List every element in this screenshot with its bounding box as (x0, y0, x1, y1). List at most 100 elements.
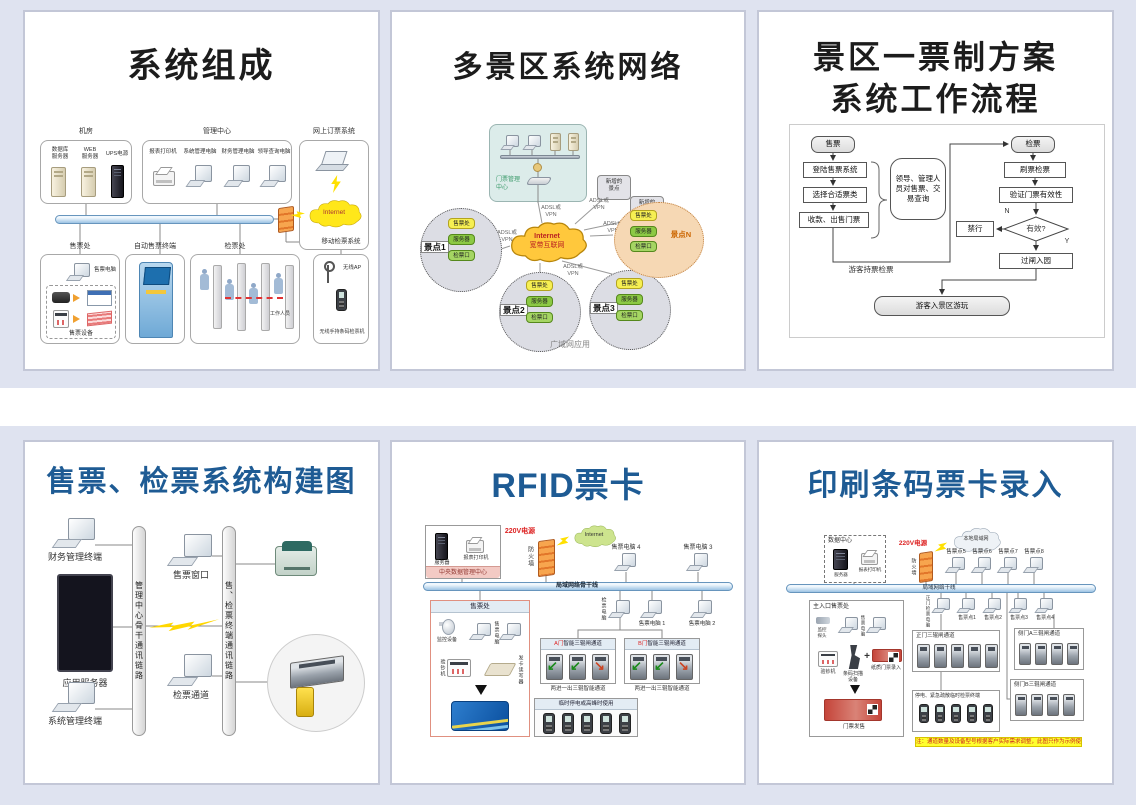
slide-multi-area-network[interactable]: 多景区系统网络 门票管理 中心 Internet 宽带互联网 新增的 景点 (390, 10, 746, 371)
handheld-scanner-icon (619, 713, 631, 734)
printer-icon (466, 540, 484, 553)
check-channel-label: 检票通道 (172, 690, 209, 700)
computer-icon (68, 263, 90, 281)
slide-title: 印刷条码票卡录入 (807, 469, 1064, 502)
server-icon (833, 549, 848, 570)
turnstile-icon (968, 644, 981, 668)
power-label: 220V电源 (504, 528, 536, 535)
ticket-office-box: 售票处 监控设备 售票电脑 验钞机 发卡读写器 (430, 600, 530, 737)
center-banner: 中央数据管理中心 (426, 566, 500, 578)
lan-bus-label: 局域网络干线 (922, 585, 956, 591)
flow-login: 登陆售票系统 (803, 162, 867, 178)
flow-select: 选择合适票类 (803, 187, 867, 203)
dc-label: 数据中心 (828, 538, 853, 544)
enter-arrow-icon: ↙ (570, 658, 581, 673)
data-center-box: 服务器 报表打印机 中央数据管理中心 (425, 525, 501, 579)
pos8-label: 售票点8 (1024, 549, 1044, 555)
kiosk-icon (139, 262, 173, 338)
db-server-label: 数据库 服务器 (51, 147, 69, 160)
internet-cloud-icon (511, 222, 587, 263)
spot-pill-ticket: 售票处 (630, 210, 657, 221)
pos3-label: 售票点3 (1010, 615, 1028, 621)
paper-ticket-icon (872, 649, 902, 663)
spot3-name: 景点3 (590, 302, 618, 315)
office-header: 售票处 (431, 601, 529, 613)
temp-handheld-box: 临时停电或高峰时使用 (534, 698, 638, 737)
lan-cloud-icon (954, 528, 1001, 553)
wan-app-label: 广域网应用 (550, 340, 590, 349)
center-label: 门票管理 中心 (496, 177, 521, 191)
group-label-online-booking: 网上订票系统 (313, 128, 355, 135)
flow-valid-label: 有效? (1026, 224, 1046, 233)
lan-bar (500, 155, 580, 159)
pos6-label: 售票点6 (972, 549, 992, 555)
server-label: 服务器 (834, 572, 848, 577)
ups-label: UPS电源 (105, 151, 129, 157)
slide-title-line1: 景区一票制方案 (812, 39, 1058, 75)
spot2-name: 景点2 (500, 304, 528, 317)
slide-workflow[interactable]: 景区一票制方案 系统工作流程 售票 登陆售票系统 选择合适票类 收款、出售门票 … (757, 10, 1114, 371)
spot-pill-server: 服务器 (616, 294, 643, 305)
firewall-label: 防火墙 (910, 558, 917, 576)
tickets-icon (87, 310, 112, 327)
lan-bus-label: 局域网络骨干线 (555, 583, 598, 589)
online-booking-box: Internet (299, 140, 369, 250)
main-gate-label: 正门三辊闸通道 (916, 633, 955, 639)
backbone-link-bar: 管理中心骨干通讯链路 (132, 526, 146, 736)
mgmt-center-box: 报表打印机 系统管理电脑 财务管理电脑 领导查询电脑 (142, 140, 292, 204)
turnstile-icon (1067, 643, 1079, 665)
ticket-pc-label: 售票电脑 (493, 621, 500, 645)
computer-icon (840, 617, 858, 633)
main-gate-box: 正门三辊闸通道 (912, 630, 1000, 672)
ups-icon (111, 165, 124, 198)
new-spot-box (597, 175, 631, 200)
flow-swipe: 刷票检票 (1004, 162, 1066, 178)
exit-arrow-icon: ↘ (594, 658, 605, 673)
arrow-icon (73, 315, 80, 323)
turnstile-icon (934, 644, 947, 668)
arrow-icon (73, 294, 80, 302)
validator-label: 验钞机 (820, 669, 836, 675)
rfid-card-image (451, 701, 509, 731)
turnstile-icon (592, 654, 609, 680)
kiosk-box (125, 254, 185, 344)
computer-icon (471, 623, 491, 640)
slide-title: 多景区系统网络 (452, 51, 684, 84)
firewall-icon (538, 538, 555, 578)
spot-pill-ticket: 售票处 (448, 218, 475, 229)
spot1-name: 景点1 (421, 241, 449, 254)
slide-title: 售票、检票系统构建图 (46, 466, 357, 498)
entrance-label: 主入口售票处 (813, 604, 850, 610)
printer-device-icon (53, 310, 69, 328)
pos2-label: 售票点2 (984, 615, 1002, 621)
laneA-label: 两进一出三辊智能通道 (550, 686, 606, 692)
report-printer-label: 报表打印机 (149, 149, 177, 155)
group-label-gate-area: 检票处 (224, 243, 246, 250)
pc1-label: 售票电脑 1 (638, 621, 666, 627)
spot-pill-server: 服务器 (630, 226, 657, 237)
computer-icon (170, 654, 212, 686)
turnstile-icon (569, 654, 586, 680)
turnstile-icon (985, 644, 998, 668)
computer-icon (933, 598, 950, 613)
visitor-icon (273, 273, 283, 295)
flow-check: 检票 (1011, 136, 1055, 153)
server-icon (435, 533, 448, 560)
computer-icon (984, 598, 1001, 613)
slide-system-composition[interactable]: 系统组成 机房 数据库 服务器 WEB 服务器 UPS电源 管理中心 报表打印机… (23, 10, 380, 371)
system-terminal-label: 系统管理终端 (47, 716, 102, 726)
slide-system-build[interactable]: 售票、检票系统构建图 财务管理终端 应用服务器 系统管理终端 管理中心骨干通讯链… (23, 440, 380, 785)
spot-pill-ticket: 售票处 (526, 280, 553, 291)
spot-pill-server: 服务器 (448, 234, 475, 245)
slide-rfid-card[interactable]: RFID票卡 服务器 报表打印机 中央数据管理中心 220V电源 防火墙 Int… (390, 440, 746, 785)
turnstile-icon (917, 644, 930, 668)
slide-barcode-entry[interactable]: 印刷条码票卡录入 数据中心 服务器 报表打印机 220V电源 防火墙 本地局域网… (757, 440, 1114, 785)
computer-icon (692, 600, 712, 618)
gate-area-box: 工作人员 (190, 254, 300, 344)
gateB-rest: 智能三辊闸通道 (647, 641, 686, 647)
slide-title: RFID票卡 (491, 467, 645, 505)
computer-icon (688, 553, 708, 571)
firewall-icon (278, 205, 294, 234)
spot-pill-gate: 检票口 (616, 310, 643, 321)
computer-icon (262, 165, 286, 187)
